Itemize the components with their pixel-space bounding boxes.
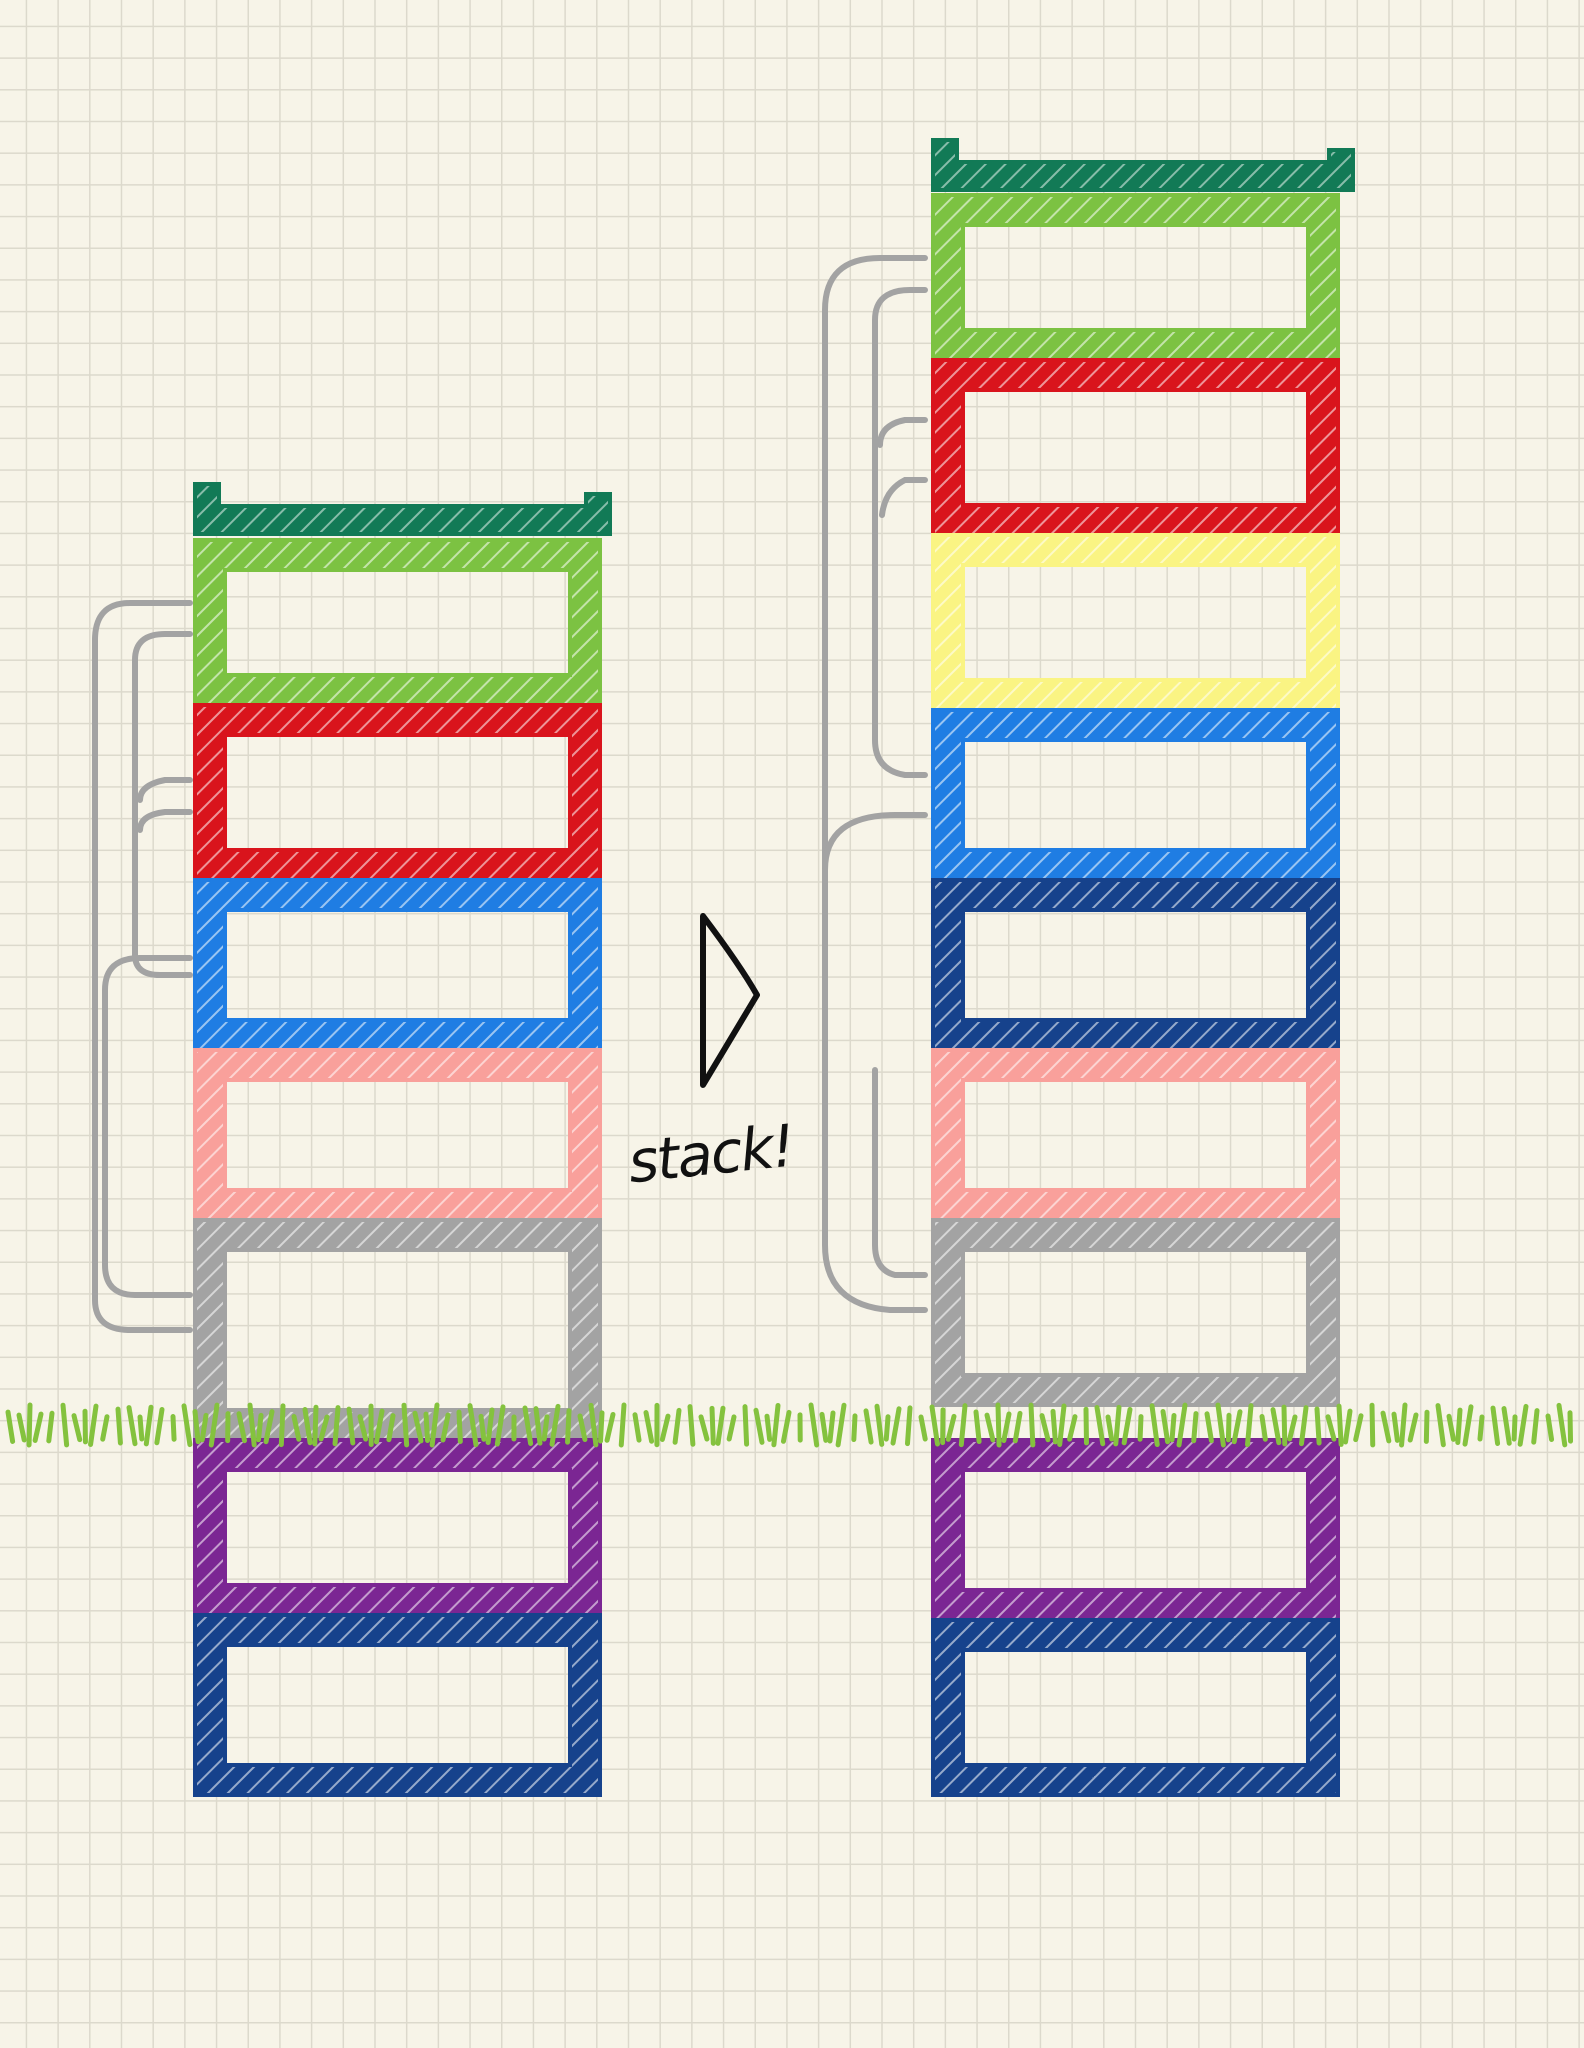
layer-blue [193,878,602,1052]
left-stack [193,482,612,1797]
layer-purple [931,1438,1340,1622]
play-triangle-icon [700,913,760,1088]
left-brackets [92,600,193,1333]
right-brackets [822,255,928,1313]
layer-purple [193,1438,602,1617]
layer-lime [193,538,602,707]
layer-gray [931,1218,1340,1407]
grass-line [5,1402,1574,1448]
layer-teal-cap [931,138,1355,192]
right-stack [931,138,1355,1797]
layer-yellow [931,533,1340,712]
layer-pink [193,1048,602,1222]
layer-navy [931,1618,1340,1797]
layer-navy [931,878,1340,1052]
layer-blue [931,708,1340,882]
layer-navy [193,1613,602,1797]
layer-red [193,703,602,882]
layer-gray [193,1218,602,1442]
layer-red [931,358,1340,537]
layer-pink [931,1048,1340,1222]
layer-lime [931,193,1340,362]
layer-teal-cap [193,482,612,536]
